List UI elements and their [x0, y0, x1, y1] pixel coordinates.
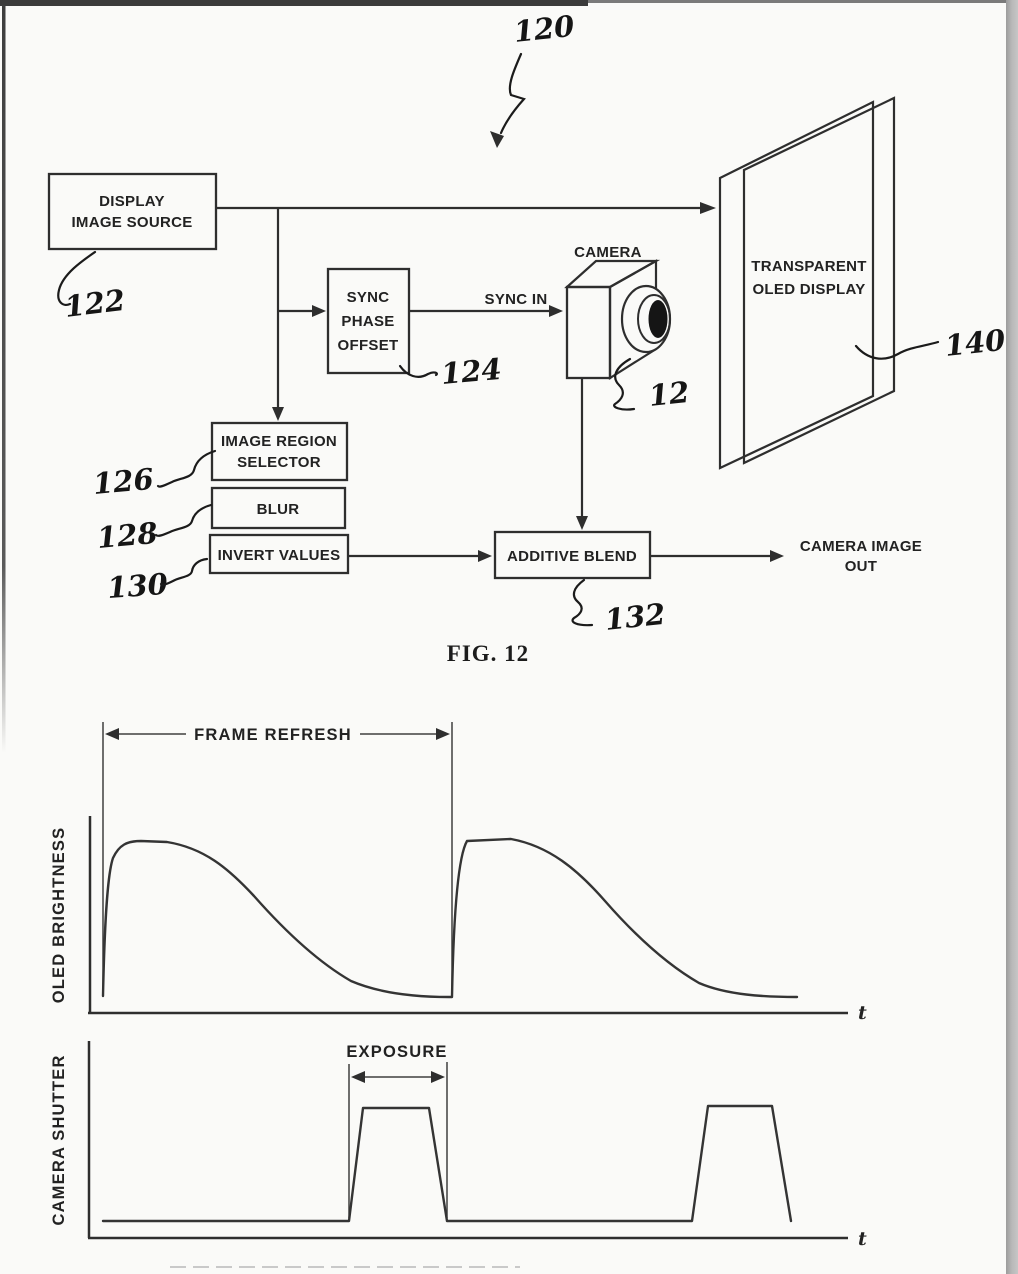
ref-126-leader: [156, 449, 217, 488]
additive-blend-label: ADDITIVE BLEND: [507, 548, 637, 565]
frame-refresh-arrowhead-left: [105, 728, 119, 740]
camera-image-out-label-2: OUT: [845, 558, 878, 575]
sync-phase-offset-box: [326, 267, 411, 375]
arrowhead-sync-in: [549, 305, 563, 317]
oled-y-axis-label: OLED BRIGHTNESS: [50, 827, 68, 1004]
image-region-selector-label-1: IMAGE REGION: [221, 433, 337, 450]
right-scan-edge: [1006, 0, 1018, 1274]
sync-phase-offset-label-1: SYNC: [347, 289, 390, 306]
blur-label: BLUR: [257, 501, 300, 518]
oled-panel-edge: [742, 96, 896, 465]
oled-display-label-1: TRANSPARENT: [751, 258, 867, 275]
oled-panel-front: [718, 100, 875, 470]
ref-128: 128: [96, 516, 159, 555]
camera-label: CAMERA: [574, 244, 642, 261]
top-border-thick: [0, 0, 588, 6]
camera-lens-pupil: [648, 300, 668, 338]
invert-values-box: [208, 533, 350, 575]
blur-box: [210, 486, 347, 530]
shutter-t-label: t: [858, 1228, 867, 1250]
arrowhead-to-sync-phase-offset: [312, 305, 326, 317]
arrowhead-camera-to-blend: [576, 516, 588, 530]
ref-132: 132: [603, 597, 667, 637]
ref-120-leader: [499, 52, 526, 135]
camera-shutter-waveform: [101, 1104, 793, 1223]
sync-in-label: SYNC IN: [485, 291, 548, 308]
ref-126: 126: [92, 462, 155, 501]
ref-12: 12: [647, 375, 691, 413]
camera-sketch: CAMERA: [564, 244, 672, 380]
exposure-label: EXPOSURE: [346, 1043, 447, 1061]
image-region-selector-box: [210, 421, 349, 482]
ref-122: 122: [63, 283, 127, 324]
oled-brightness-chart: FRAME REFRESH OLED BRIGHTNESS t: [50, 722, 867, 1024]
reference-numerals: 120 122 124 126 128 130 132 12 140: [57, 9, 1007, 637]
frame-refresh-label: FRAME REFRESH: [194, 726, 352, 744]
arrowhead-to-oled-display: [700, 202, 716, 214]
ref-130-leader: [159, 557, 209, 586]
ref-122-leader: [57, 250, 97, 306]
exposure-arrowhead-left: [351, 1071, 365, 1083]
ref-124-leader: [398, 364, 438, 378]
frame-refresh-arrowhead-right: [436, 728, 450, 740]
ref-132-leader: [571, 578, 594, 627]
sync-phase-offset-label-3: OFFSET: [338, 337, 399, 354]
arrowhead-to-image-region-selector: [272, 407, 284, 421]
oled-display-sketch: TRANSPARENT OLED DISPLAY: [718, 96, 896, 470]
camera-front-face: [565, 285, 612, 380]
ref-130: 130: [106, 567, 169, 605]
camera-top-face: [564, 259, 661, 289]
left-border: [2, 5, 6, 753]
additive-blend-box: [493, 530, 652, 580]
ref-120-arrowhead: [490, 131, 504, 148]
oled-display-label-2: OLED DISPLAY: [752, 281, 865, 298]
oled-t-label: t: [858, 1002, 867, 1024]
ref-128-leader: [154, 503, 213, 537]
camera-image-out-label-1: CAMERA IMAGE: [800, 538, 922, 555]
display-image-source-label-2: IMAGE SOURCE: [71, 214, 192, 231]
block-diagram: DISPLAY IMAGE SOURCE SYNC PHASE OFFSET S…: [47, 9, 1007, 666]
display-image-source-box: [47, 172, 218, 251]
display-image-source-label-1: DISPLAY: [99, 193, 165, 210]
ref-124: 124: [440, 352, 503, 391]
figure-caption: FIG. 12: [447, 641, 529, 666]
camera-shutter-chart: EXPOSURE CAMERA SHUTTER t: [50, 1041, 867, 1250]
ref-12-leader: [613, 357, 636, 411]
ref-120: 120: [512, 9, 576, 49]
arrowhead-invert-to-blend: [478, 550, 492, 562]
invert-values-label: INVERT VALUES: [218, 547, 341, 564]
exposure-arrowhead-right: [431, 1071, 445, 1083]
sync-phase-offset-label-2: PHASE: [341, 313, 394, 330]
ref-140-leader: [854, 340, 940, 360]
oled-brightness-curve: [101, 837, 799, 999]
ref-140: 140: [943, 323, 1007, 363]
shutter-y-axis-label: CAMERA SHUTTER: [50, 1054, 68, 1225]
camera-lens-ring: [637, 294, 671, 344]
image-region-selector-label-2: SELECTOR: [237, 454, 321, 471]
arrowhead-camera-image-out: [770, 550, 784, 562]
